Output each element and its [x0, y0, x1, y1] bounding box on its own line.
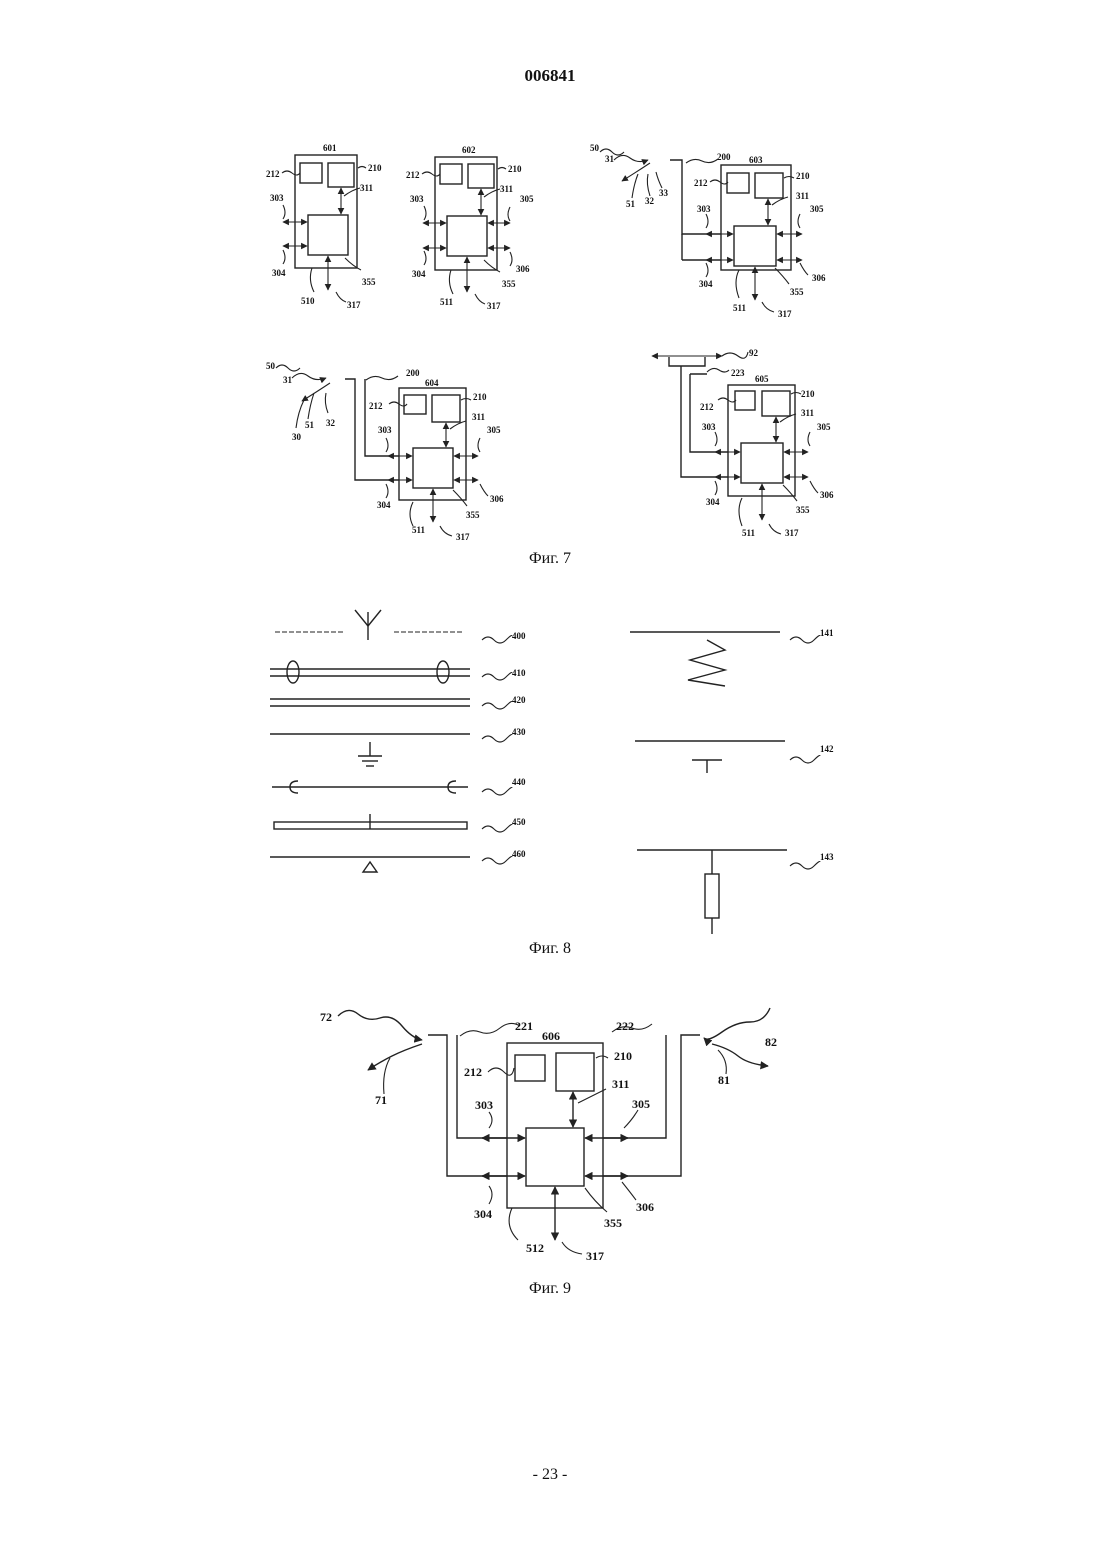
fig9-label-355: 355: [604, 1216, 622, 1230]
fig9-label-81: 81: [718, 1073, 730, 1087]
fig9-label-304: 304: [474, 1207, 492, 1221]
fig9-label-212: 212: [464, 1065, 482, 1079]
fig9-label-303: 303: [475, 1098, 493, 1112]
fig9-label-210: 210: [614, 1049, 632, 1063]
fig9-label-222: 222: [616, 1019, 634, 1033]
page-number: - 23 -: [0, 1466, 1100, 1484]
figure-9: 72 71 221 82 81 222: [0, 0, 1100, 1280]
fig9-label-606: 606: [542, 1029, 560, 1043]
fig9-label-306: 306: [636, 1200, 654, 1214]
fig9-label-305: 305: [632, 1097, 650, 1111]
fig9-label-221: 221: [515, 1019, 533, 1033]
fig9-label-82: 82: [765, 1035, 777, 1049]
fig9-label-71: 71: [375, 1093, 387, 1107]
fig9-label-311: 311: [612, 1077, 629, 1091]
fig9-label-72: 72: [320, 1010, 332, 1024]
figure-9-caption: Фиг. 9: [0, 1280, 1100, 1298]
fig9-label-512: 512: [526, 1241, 544, 1255]
fig9-label-317: 317: [586, 1249, 604, 1263]
